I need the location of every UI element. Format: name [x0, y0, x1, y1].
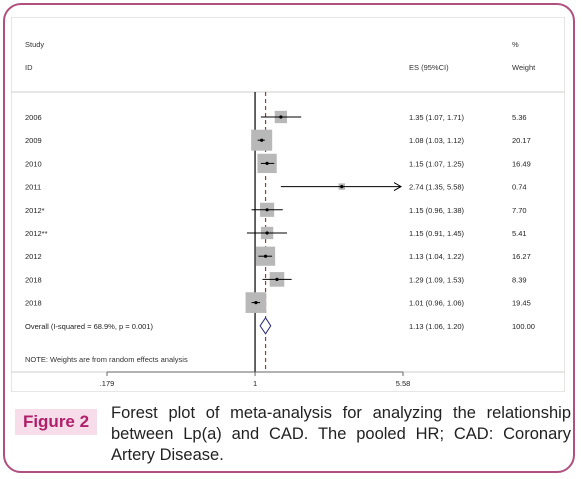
x-axis-tick-label: 5.58	[396, 379, 411, 388]
figure-frame: Study ID ES (95%CI) % Weight NOTE: Weigh…	[3, 3, 575, 473]
study-ci-label: 1.29 (1.09, 1.53)	[409, 275, 465, 284]
study-ci-label: 1.08 (1.03, 1.12)	[409, 136, 465, 145]
ci-arrow-icon	[393, 182, 403, 192]
study-point-estimate	[279, 115, 283, 119]
study-ci-label: 1.15 (0.91, 1.45)	[409, 229, 465, 238]
header-pct: %	[512, 40, 519, 49]
figure-caption-text: Forest plot of meta-analysis for analyzi…	[111, 404, 571, 464]
study-weight-label: 7.70	[512, 206, 527, 215]
study-point-estimate	[263, 254, 268, 258]
study-weight-label: 19.45	[512, 299, 531, 308]
study-ci-label: 1.01 (0.96, 1.06)	[409, 299, 465, 308]
study-id-label: 2012	[25, 252, 42, 261]
header-id: ID	[25, 63, 33, 72]
study-id-label: 2010	[25, 159, 42, 168]
pooled-effect-diamond	[259, 316, 272, 335]
study-id-label: 2012**	[25, 229, 48, 238]
note-text: NOTE: Weights are from random effects an…	[25, 355, 188, 364]
study-weight-label: 5.36	[512, 113, 527, 122]
study-point-estimate	[265, 208, 269, 212]
study-id-label: 2009	[25, 136, 42, 145]
study-point-estimate	[340, 185, 344, 189]
study-point-estimate	[275, 277, 279, 281]
overall-label: Overall (I-squared = 68.9%, p = 0.001)	[25, 322, 153, 331]
study-weight-label: 20.17	[512, 136, 531, 145]
study-id-label: 2006	[25, 113, 42, 122]
x-axis-tick-label: 1	[253, 379, 257, 388]
study-ci-label: 1.13 (1.04, 1.22)	[409, 252, 465, 261]
header-es: ES (95%CI)	[409, 63, 449, 72]
study-point-estimate	[265, 231, 269, 235]
study-point-estimate	[265, 161, 269, 165]
overall-weight-label: 100.00	[512, 322, 535, 331]
study-weight-label: 0.74	[512, 183, 527, 192]
study-ci-label: 1.35 (1.07, 1.71)	[409, 113, 465, 122]
study-point-estimate	[260, 138, 264, 142]
study-ci-label: 2.74 (1.35, 5.58)	[409, 183, 465, 192]
header-study: Study	[25, 40, 44, 49]
study-id-label: 2018	[25, 275, 42, 284]
figure-label: Figure 2	[15, 409, 97, 435]
study-id-label: 2018	[25, 299, 42, 308]
study-point-estimate	[254, 301, 258, 305]
study-id-label: 2012*	[25, 206, 45, 215]
x-axis-tick-label: .179	[100, 379, 115, 388]
study-weight-label: 5.41	[512, 229, 527, 238]
study-ci-label: 1.15 (0.96, 1.38)	[409, 206, 465, 215]
study-weight-label: 16.27	[512, 252, 531, 261]
overall-ci-label: 1.13 (1.06, 1.20)	[409, 322, 465, 331]
header-weight: Weight	[512, 63, 536, 72]
study-ci-label: 1.15 (1.07, 1.25)	[409, 159, 465, 168]
study-weight-label: 16.49	[512, 159, 531, 168]
study-weight-label: 8.39	[512, 275, 527, 284]
forest-plot: Study ID ES (95%CI) % Weight NOTE: Weigh…	[11, 17, 565, 392]
study-id-label: 2011	[25, 183, 41, 192]
